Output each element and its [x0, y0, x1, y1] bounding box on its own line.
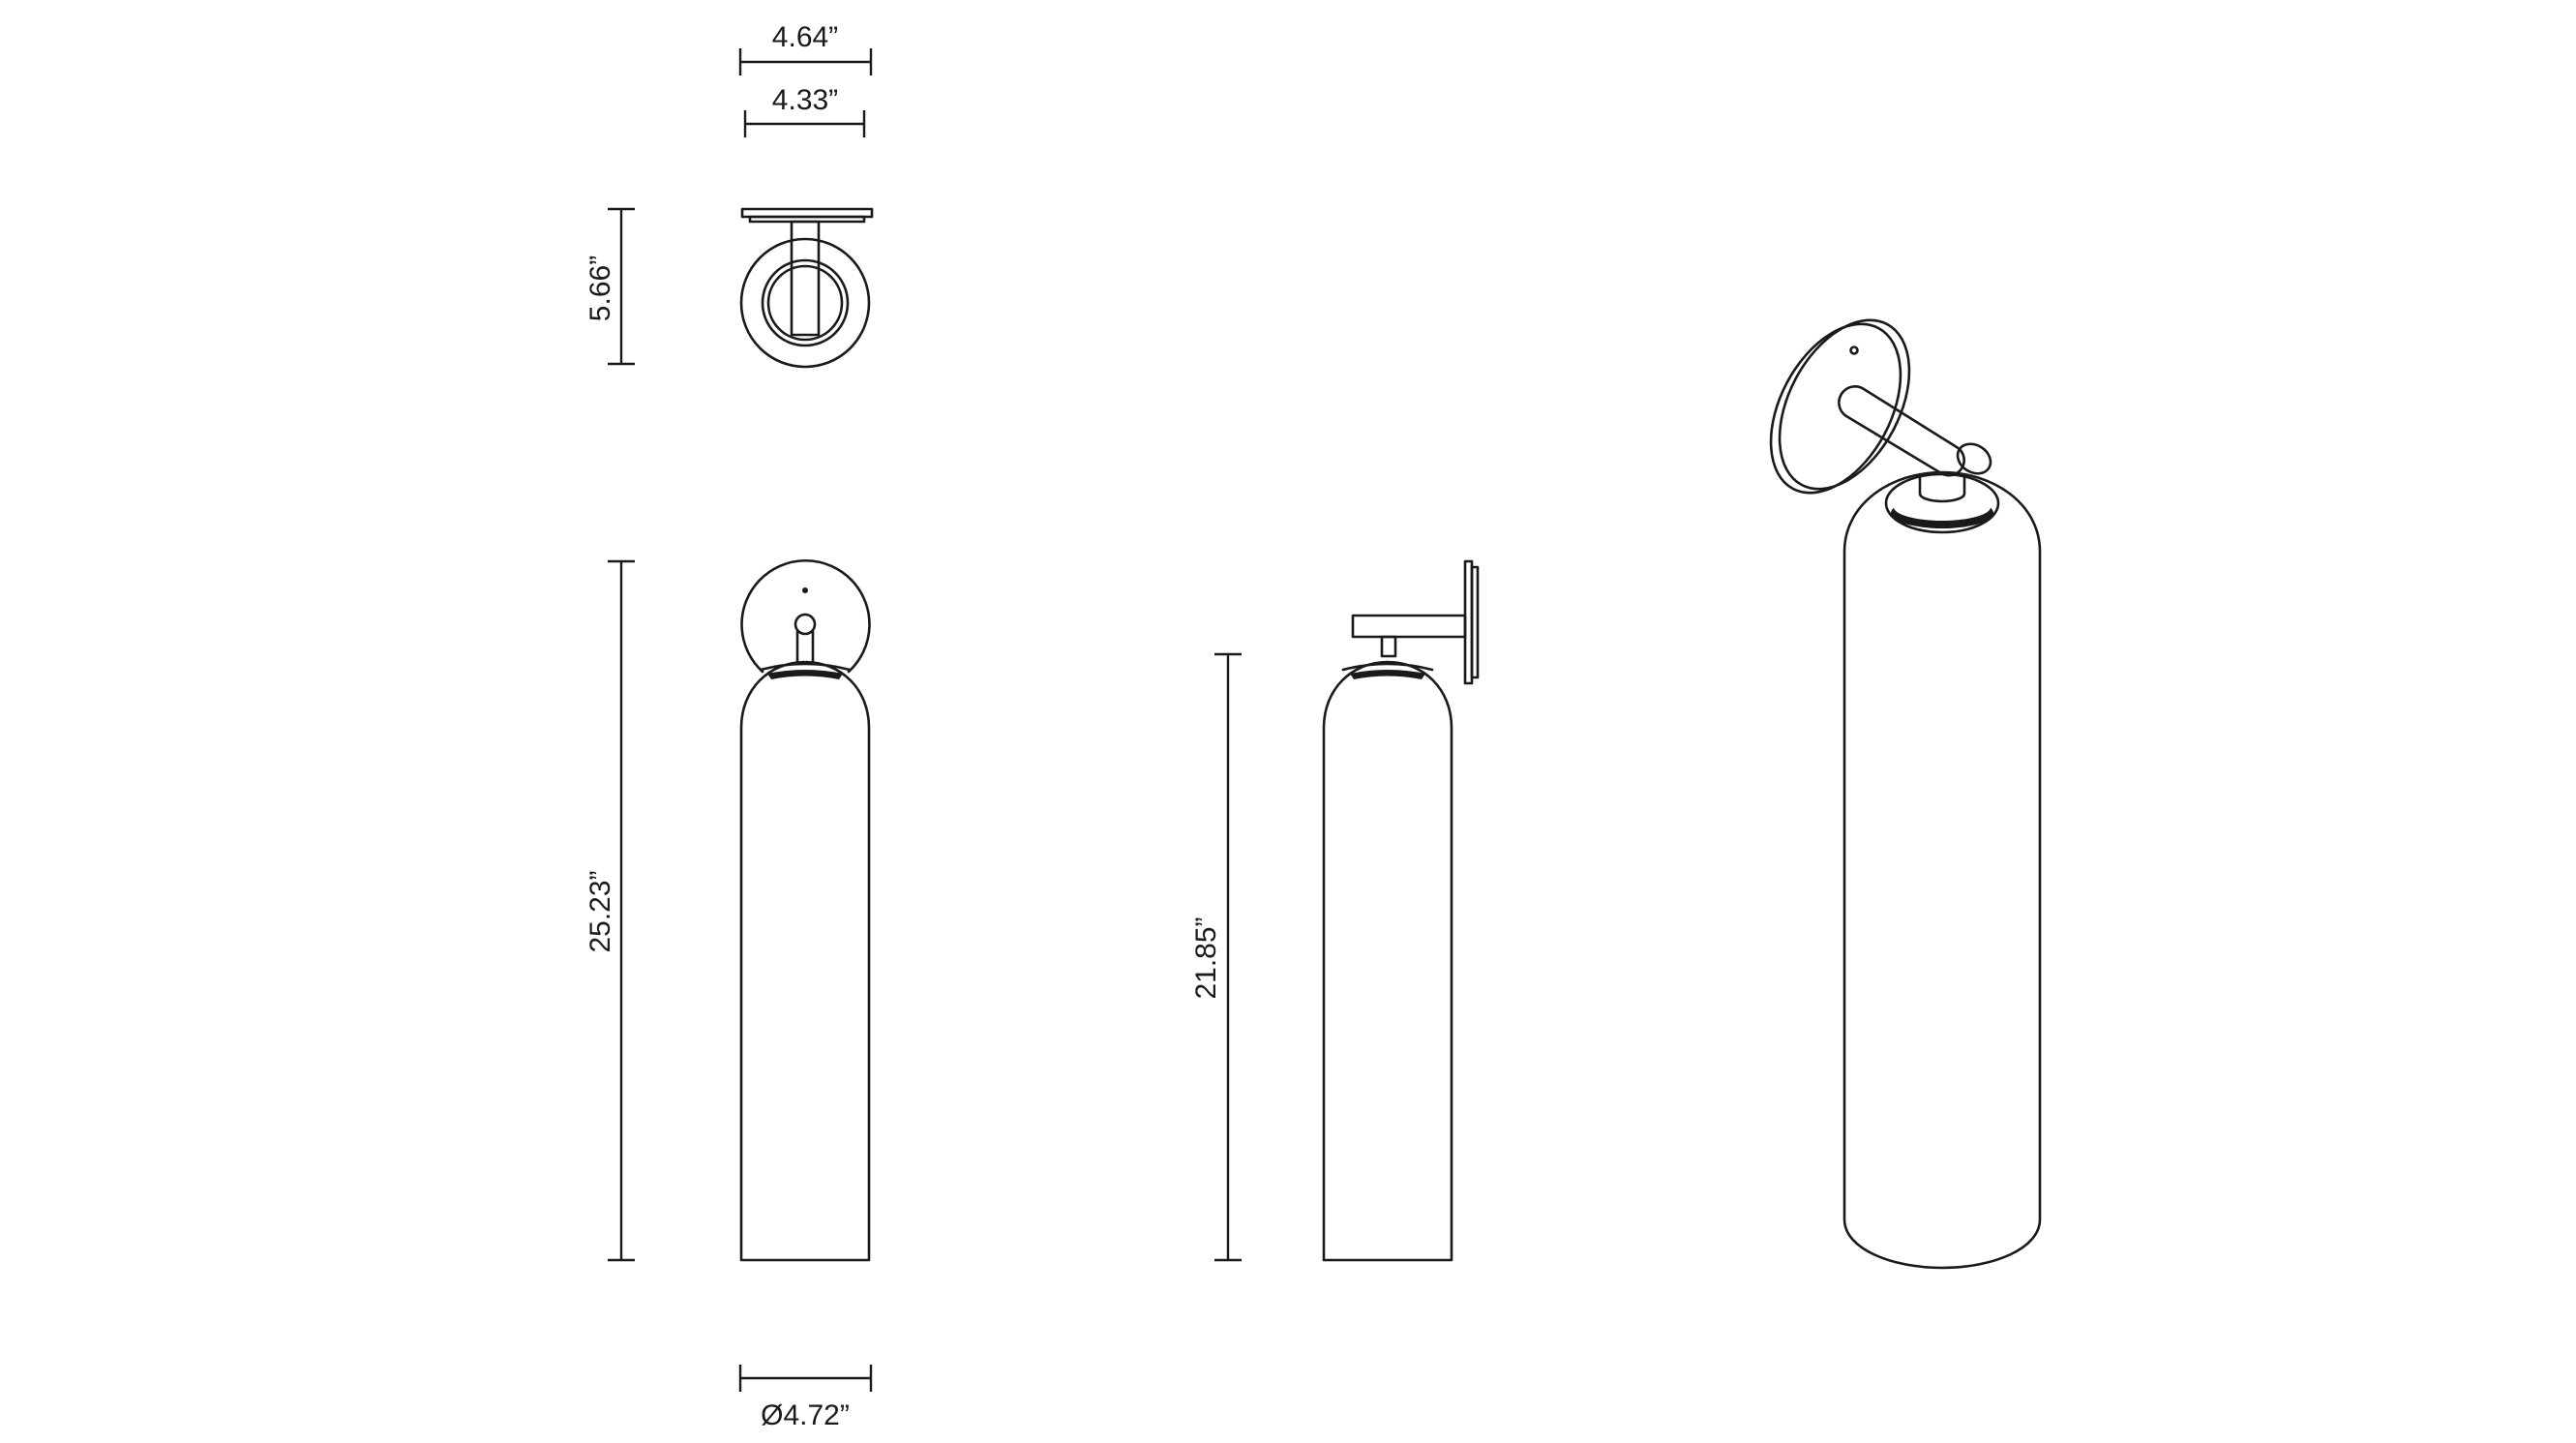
side-view-wallplate	[1463, 559, 1480, 685]
perspective-view	[1769, 318, 2042, 1270]
dimension-top-width-inner: 4.33”	[743, 84, 866, 137]
front-view-wallplate	[740, 559, 871, 674]
top-view-wallplate	[740, 207, 874, 224]
dimension-top-width-outer: 4.64”	[738, 21, 873, 75]
shade-rim	[767, 670, 843, 679]
side-view-arm	[1351, 614, 1467, 658]
perspective-wallplate	[1769, 318, 1911, 495]
label-top-depth: 5.66”	[584, 256, 616, 321]
shade-rim	[1350, 670, 1425, 679]
side-view: 21.85”	[1190, 559, 1480, 1262]
label-top-width-inner: 4.33”	[772, 84, 838, 116]
screw-hole	[1849, 346, 1859, 355]
front-view-shade	[739, 660, 871, 1262]
dimension-front-diameter: Ø4.72”	[738, 1365, 873, 1431]
top-view: 4.64” 4.33” 5.66”	[584, 21, 874, 369]
dimension-side-height: 21.85”	[1190, 652, 1242, 1262]
label-top-width-outer: 4.64”	[772, 21, 838, 53]
label-front-diameter: Ø4.72”	[761, 1399, 850, 1431]
label-front-height: 25.23”	[584, 870, 616, 952]
front-view-arm	[794, 613, 817, 663]
screw-hole	[802, 587, 808, 593]
perspective-shade	[1842, 470, 2042, 1270]
perspective-arm	[1838, 385, 1992, 503]
front-view: 25.23” Ø4.72”	[584, 559, 873, 1431]
top-view-arm	[790, 220, 821, 337]
dimension-top-depth: 5.66”	[584, 207, 635, 366]
top-view-shade	[739, 237, 871, 369]
dimension-front-height: 25.23”	[584, 559, 635, 1262]
side-view-shade	[1322, 660, 1453, 1262]
label-side-height: 21.85”	[1190, 917, 1222, 999]
